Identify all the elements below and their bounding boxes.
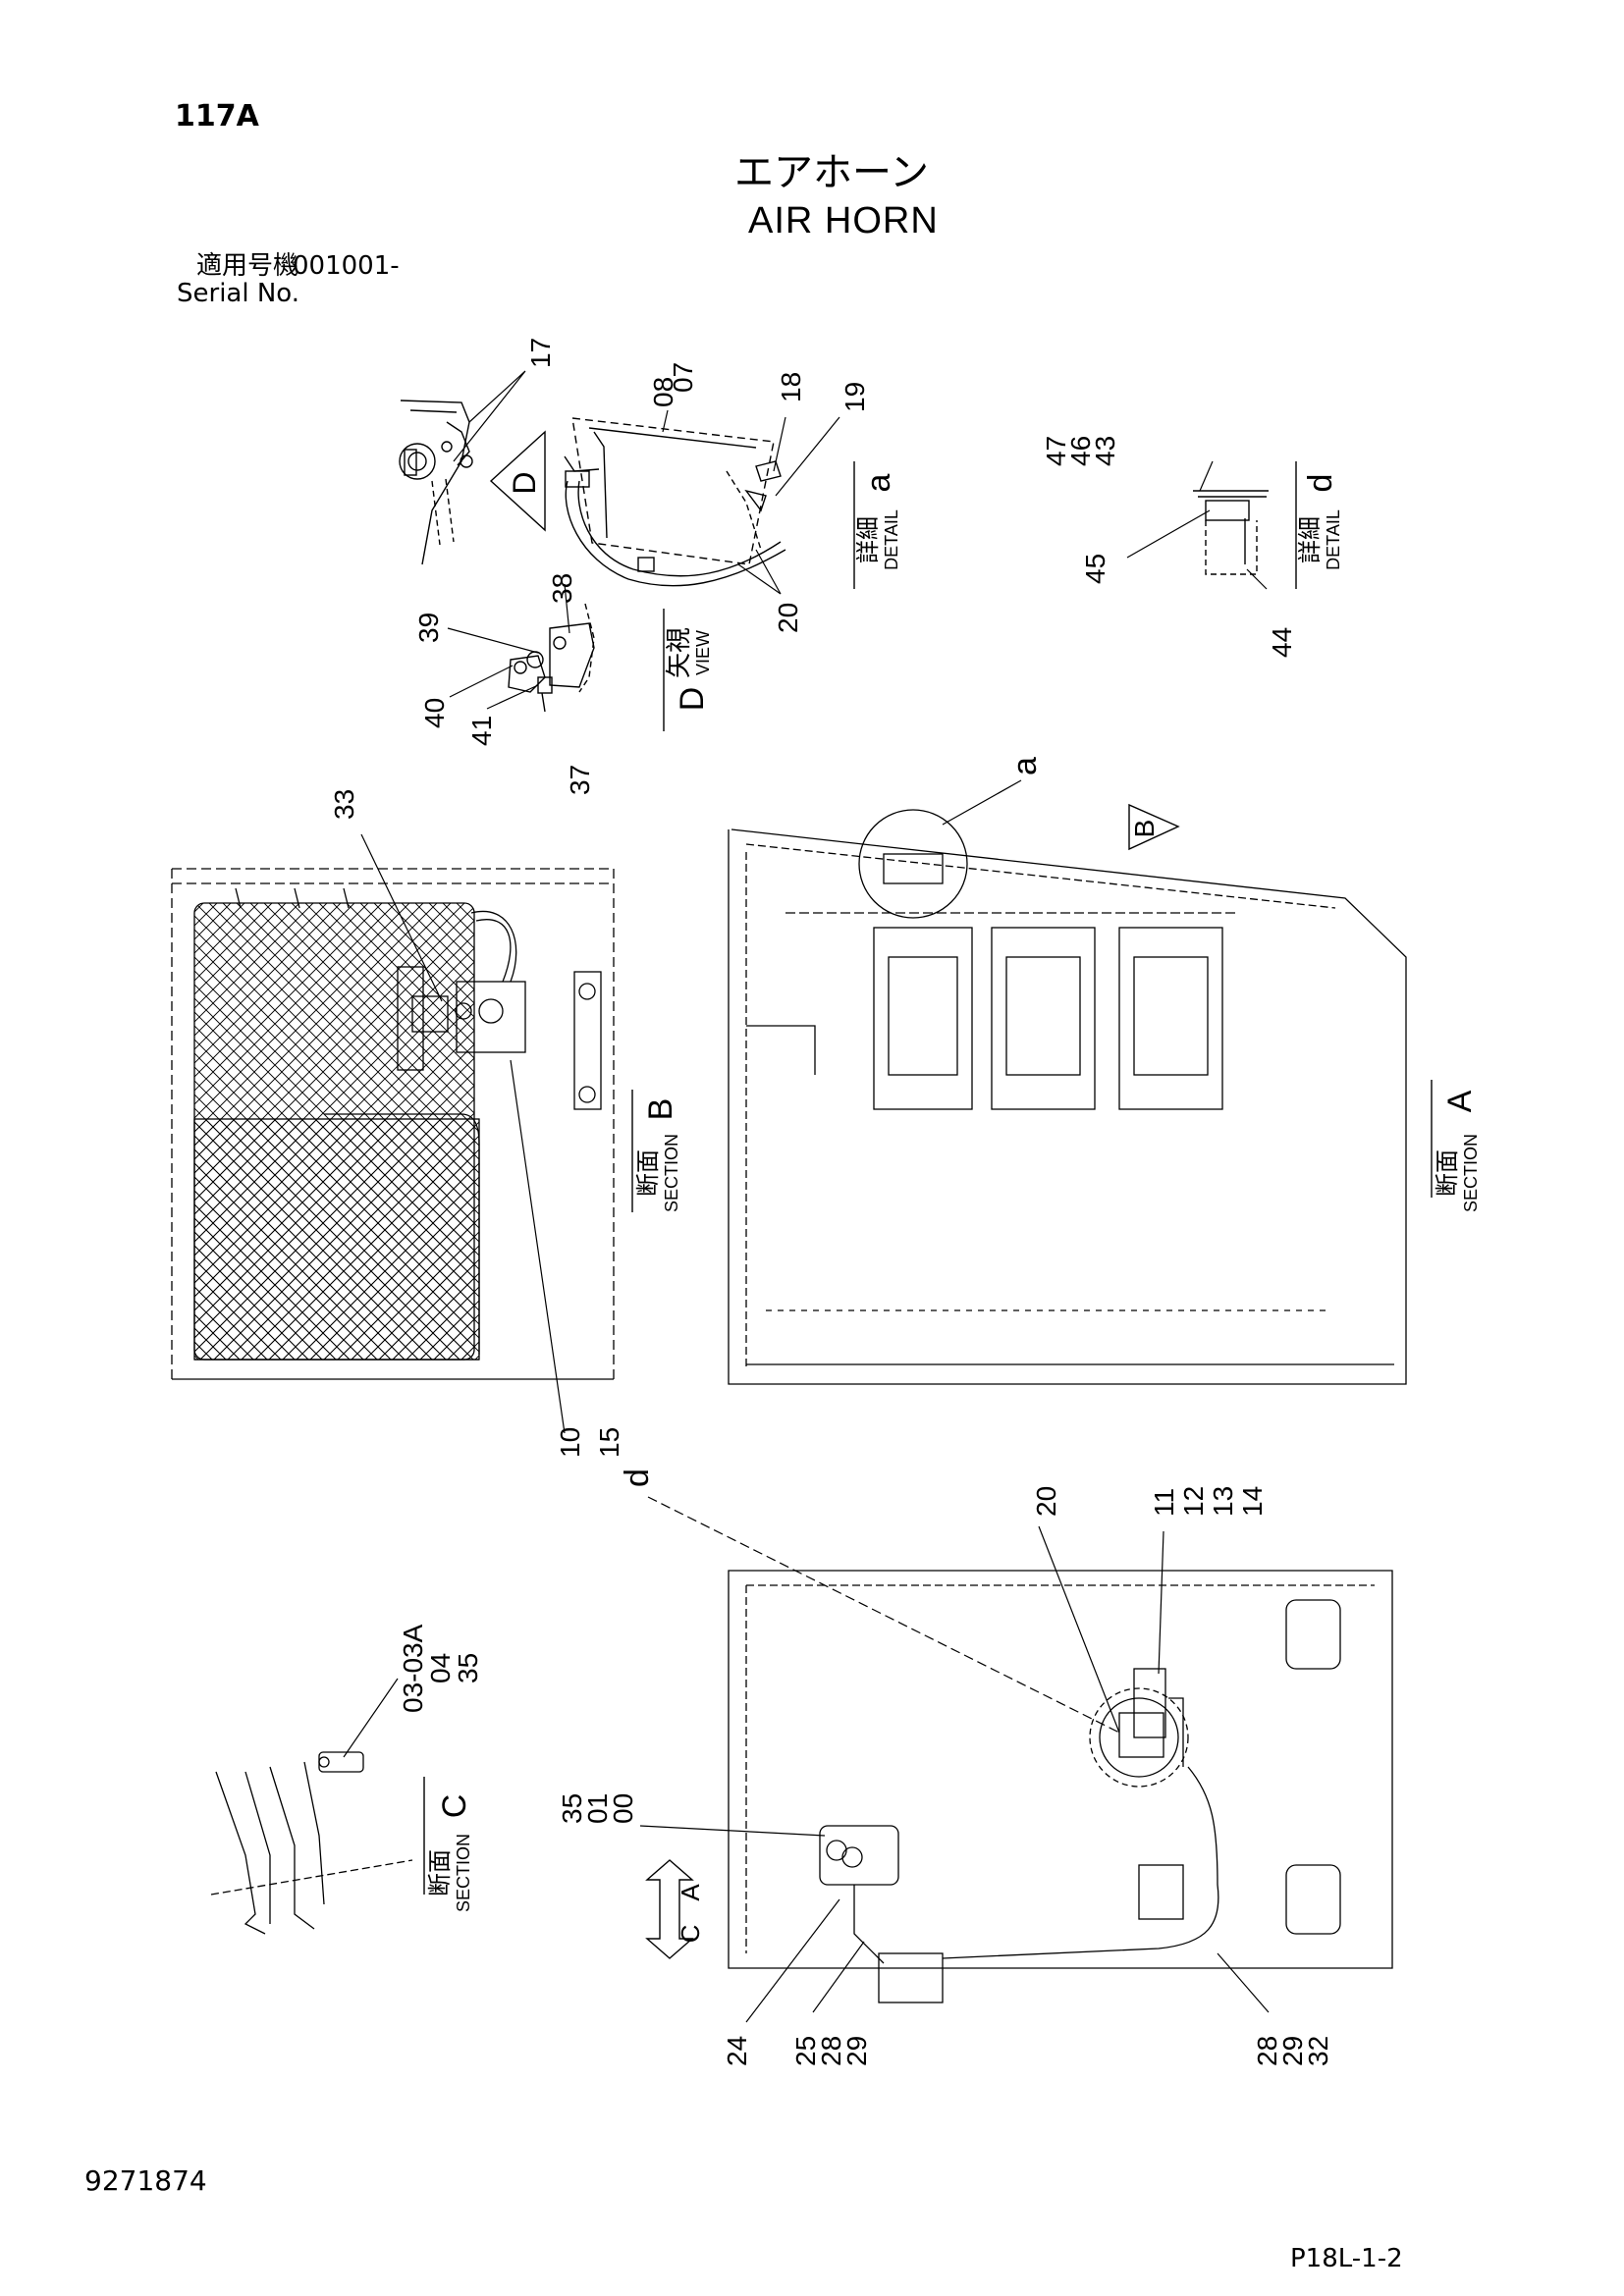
detail-d-label: 詳細 DETAIL d	[1295, 461, 1343, 589]
callout-43: 43	[1090, 436, 1120, 466]
detail-a-label: 詳細 DETAIL a	[853, 461, 901, 589]
callout-17: 17	[525, 338, 556, 368]
plan-view	[728, 1570, 1393, 2003]
callout-29a: 29	[841, 2036, 872, 2066]
svg-text:B: B	[642, 1098, 679, 1121]
callout-29b: 29	[1277, 2036, 1308, 2066]
title-english: AIR HORN	[748, 200, 939, 241]
svg-text:C: C	[436, 1794, 473, 1819]
callout-46: 46	[1065, 436, 1096, 466]
view-d-bracket	[508, 603, 595, 713]
view-d-label: 矢視 VIEW D	[663, 609, 713, 731]
svg-text:C: C	[676, 1925, 705, 1944]
serial-label-japanese: 適用号機	[196, 251, 299, 281]
callout-20a: 20	[773, 603, 803, 633]
callout-04: 04	[425, 1653, 456, 1683]
callout-18: 18	[776, 372, 806, 402]
section-b-label: 断面 SECTION B	[631, 1090, 681, 1212]
svg-text:D: D	[674, 687, 711, 712]
detail-circle-d: d	[619, 1468, 656, 1487]
section-b-view	[171, 868, 615, 1380]
section-c-label: 断面 SECTION C	[423, 1777, 473, 1912]
detail-circle-a: a	[1006, 757, 1044, 775]
callout-00: 00	[608, 1793, 638, 1824]
page-number: 117A	[175, 99, 259, 133]
view-d-assembly	[399, 400, 786, 587]
callout-44: 44	[1267, 627, 1297, 658]
section-a-view	[728, 809, 1407, 1385]
document-number: 9271874	[84, 2164, 207, 2197]
callout-07: 07	[668, 362, 698, 393]
svg-text:断面: 断面	[1435, 1149, 1461, 1197]
callout-33: 33	[329, 789, 359, 820]
callout-40: 40	[419, 698, 450, 728]
detail-d-horn	[1193, 490, 1269, 575]
callout-37: 37	[565, 765, 595, 795]
callout-11: 11	[1149, 1488, 1179, 1517]
callout-01: 01	[582, 1793, 613, 1824]
callout-24: 24	[722, 2036, 752, 2066]
leader-lines	[343, 370, 1270, 2023]
svg-text:SECTION: SECTION	[454, 1834, 473, 1912]
callout-32: 32	[1303, 2036, 1333, 2066]
page-code: P18L-1-2	[1290, 2244, 1403, 2273]
arrow-a-c: A C	[645, 1859, 705, 1959]
callout-15: 15	[594, 1427, 624, 1458]
svg-text:A: A	[676, 1884, 705, 1901]
callout-41: 41	[466, 716, 497, 746]
svg-text:A: A	[1441, 1090, 1479, 1112]
arrow-d-letter: D	[507, 471, 542, 494]
callout-10: 10	[555, 1427, 585, 1458]
svg-text:DETAIL: DETAIL	[1324, 509, 1343, 570]
serial-number: 001001-	[293, 251, 400, 281]
svg-text:DETAIL: DETAIL	[882, 509, 901, 570]
svg-text:断面: 断面	[635, 1149, 662, 1197]
callout-13: 13	[1208, 1486, 1238, 1517]
svg-text:詳細: 詳細	[855, 516, 882, 563]
callout-03-03a: 03-03A	[398, 1624, 428, 1713]
callout-45: 45	[1080, 554, 1110, 584]
section-c-view	[210, 1751, 413, 1935]
callout-14: 14	[1237, 1486, 1268, 1517]
svg-text:d: d	[1302, 474, 1339, 493]
callout-numbers: 17 08 07 18 19 20 47 46 43 45 44 38 39 4…	[329, 338, 1333, 2066]
svg-text:断面: 断面	[427, 1849, 454, 1896]
svg-text:矢視: 矢視	[664, 627, 693, 678]
svg-text:B: B	[1129, 820, 1160, 838]
section-a-label: 断面 SECTION A	[1431, 1080, 1481, 1212]
callout-35a: 35	[453, 1653, 483, 1683]
callout-28b: 28	[1252, 2036, 1282, 2066]
callout-08: 08	[648, 377, 678, 407]
svg-text:SECTION: SECTION	[1461, 1134, 1481, 1212]
callout-38: 38	[547, 573, 577, 604]
svg-text:SECTION: SECTION	[662, 1134, 681, 1212]
callout-47: 47	[1041, 436, 1071, 466]
title-japanese: エアホーン	[734, 150, 929, 195]
callout-39: 39	[413, 613, 444, 643]
callout-19: 19	[839, 382, 870, 412]
svg-text:a: a	[860, 473, 897, 492]
serial-label-english: Serial No.	[177, 279, 299, 308]
callout-25: 25	[790, 2036, 821, 2066]
arrow-b: B	[1128, 803, 1180, 851]
callout-12: 12	[1178, 1486, 1209, 1517]
svg-text:詳細: 詳細	[1297, 516, 1324, 563]
callout-20b: 20	[1031, 1486, 1061, 1517]
callout-35b: 35	[557, 1793, 587, 1824]
svg-text:VIEW: VIEW	[693, 630, 713, 675]
callout-28a: 28	[816, 2036, 846, 2066]
